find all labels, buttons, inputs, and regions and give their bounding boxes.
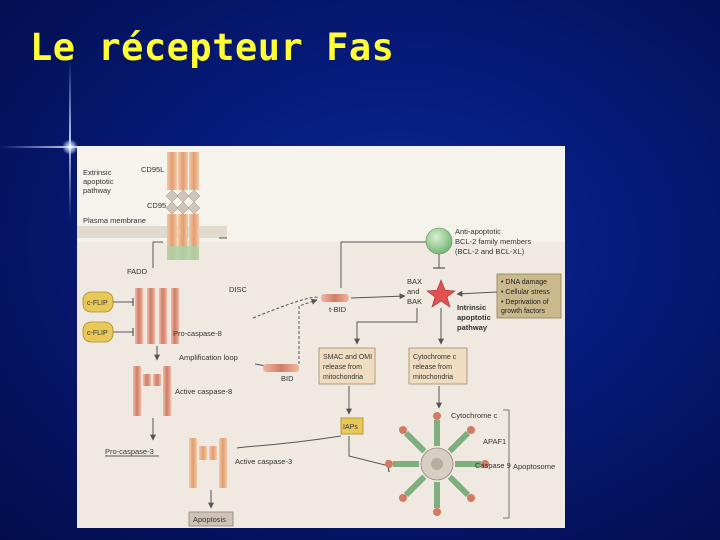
svg-text:SMAC and OMI release fro: SMAC and OMI release from mitochondria [323, 354, 374, 381]
iaps-to-caspase3-inhibition [236, 435, 342, 449]
cflip-bottom: c-FLIP [82, 321, 134, 343]
extrinsic-label: Extrinsic apoptotic pathway [83, 168, 116, 195]
disc-label: DISC [229, 285, 248, 294]
svg-text:BID: BID [281, 374, 294, 383]
bax-bak-label: BAX and BAK [407, 277, 424, 306]
cd95-label: CD95 [147, 201, 166, 210]
bcl2-ball [425, 227, 453, 255]
tbid-protein: t-BID [321, 294, 349, 314]
bax-bak-star [426, 279, 456, 308]
fadd-connector [152, 241, 163, 268]
iaps-box: IAPs [340, 417, 364, 435]
amplification-loop-label: Amplification loop [179, 353, 238, 362]
bid-protein: BID [263, 364, 299, 383]
cytc-release-box: Cytochrome c release from mitochondria [408, 347, 468, 385]
disc-complex [135, 288, 179, 344]
apaf1-label: APAF1 [483, 437, 506, 446]
fadd-label: FADD [127, 267, 148, 276]
caspase8-dashed-loop [252, 296, 320, 319]
active-caspase-3 [189, 438, 227, 488]
cd95l-label: CD95L [141, 165, 164, 174]
apoptosis-pathway-diagram: Extrinsic apoptotic pathway CD95L CD95 P… [77, 146, 565, 528]
slide-title: Le récepteur Fas [30, 26, 395, 69]
bcl2-to-tbid [340, 241, 426, 288]
svg-text:Apoptosis: Apoptosis [193, 515, 226, 524]
active-caspase-3-label: Active caspase-3 [235, 457, 292, 466]
plasma-membrane-label: Plasma membrane [83, 216, 146, 225]
cytochrome-c-label: Cytochrome c [451, 411, 498, 420]
stress-to-bax-arrow [456, 290, 498, 297]
smac-omi-box: SMAC and OMI release from mitochondria [318, 347, 376, 385]
svg-text:IAPs: IAPs [343, 424, 358, 431]
svg-text:t-BID: t-BID [329, 305, 347, 314]
apoptosome-bracket [503, 409, 510, 519]
tbid-to-bax-arrow [350, 293, 406, 300]
caspase-9-label: Caspase 9 [475, 461, 511, 470]
cflip-top: c-FLIP [82, 291, 134, 313]
svg-text:Cytochrome c release fro: Cytochrome c release from mitochondria [413, 354, 458, 381]
pro-caspase-8-label: Pro-caspase-8 [173, 329, 222, 338]
intrinsic-label: Intrinsic apoptotic pathway [457, 303, 493, 332]
svg-text:c-FLIP: c-FLIP [87, 300, 108, 307]
plasma-membrane [77, 226, 227, 238]
cd95l-ligand [167, 152, 199, 190]
apoptosome-label: Apoptosome [513, 462, 555, 471]
iaps-inhibition [348, 436, 390, 467]
pro-caspase-3-label: Pro-caspase-3 [105, 447, 154, 456]
active-caspase-8-label: Active caspase-8 [175, 387, 232, 396]
bid-to-tbid-arrow [298, 298, 318, 364]
cd95-receptor [165, 189, 201, 260]
svg-text:• DNA damage • Cellular: • DNA damage • Cellular stress • Depriva… [501, 279, 552, 315]
anti-apoptotic-label: Anti-apoptotic BCL-2 family members (BCL… [455, 227, 533, 256]
stress-box: • DNA damage • Cellular stress • Depriva… [496, 273, 562, 319]
active-caspase-8 [133, 366, 171, 416]
bax-to-smac-arrow [354, 308, 418, 345]
lens-flare-center [62, 139, 78, 155]
apoptosome-wheel [385, 412, 489, 516]
apoptosis-box: Apoptosis [188, 511, 234, 527]
svg-text:c-FLIP: c-FLIP [87, 330, 108, 337]
